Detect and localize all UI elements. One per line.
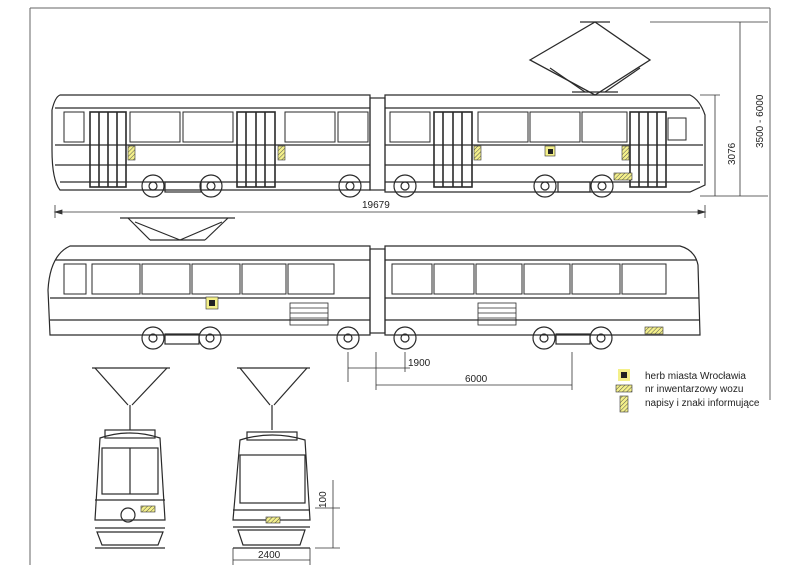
legend-item-inventory: [615, 384, 633, 393]
tram-front-view: [92, 367, 170, 549]
bogies-view-2: [141, 326, 613, 350]
legend-label-inventory: nr inwentarzowy wozu: [645, 384, 743, 395]
markings-view-1: [127, 145, 633, 181]
pantograph-height-label: 3500 - 6000: [755, 94, 766, 148]
dimension-bogies: [347, 352, 573, 390]
bogie-spacing-label: 6000: [465, 374, 488, 385]
legend-item-coat-of-arms: [618, 369, 630, 381]
pantograph-mid: [120, 217, 235, 241]
width-label: 2400: [258, 550, 281, 561]
legend-item-info: [619, 395, 629, 413]
bogies-view-1: [141, 174, 614, 198]
dimension-total-length: [53, 205, 707, 218]
pantograph-top: [528, 21, 652, 96]
tram-rear-view: [232, 367, 311, 549]
pantograph-front: [92, 367, 170, 430]
tram-side-view-left: [47, 217, 701, 350]
frame: [29, 7, 771, 565]
windows-section-1: [63, 111, 369, 143]
doors-side-1: [89, 111, 667, 188]
rear-inventory-marking: [265, 516, 281, 524]
pantograph-rear: [237, 367, 310, 430]
vent-grilles: [289, 302, 517, 326]
dimension-vertical: [650, 21, 768, 197]
roof-height-label: 3076: [727, 142, 738, 165]
windows-view-2: [63, 263, 667, 295]
legend-label-coat-of-arms: herb miasta Wrocławia: [645, 371, 746, 382]
tram-side-view-right: [51, 21, 706, 198]
front-inventory-marking: [140, 505, 156, 513]
legend-label-info: napisy i znaki informujące: [645, 398, 760, 409]
markings-view-2: [205, 296, 664, 335]
windows-section-2: [389, 111, 687, 143]
legend: [615, 369, 633, 413]
front-marking-height-label: 100: [318, 491, 329, 508]
total-length-label: 19679: [362, 200, 390, 211]
dimension-front: [232, 480, 340, 565]
bogie-offset-label: 1900: [408, 358, 431, 369]
